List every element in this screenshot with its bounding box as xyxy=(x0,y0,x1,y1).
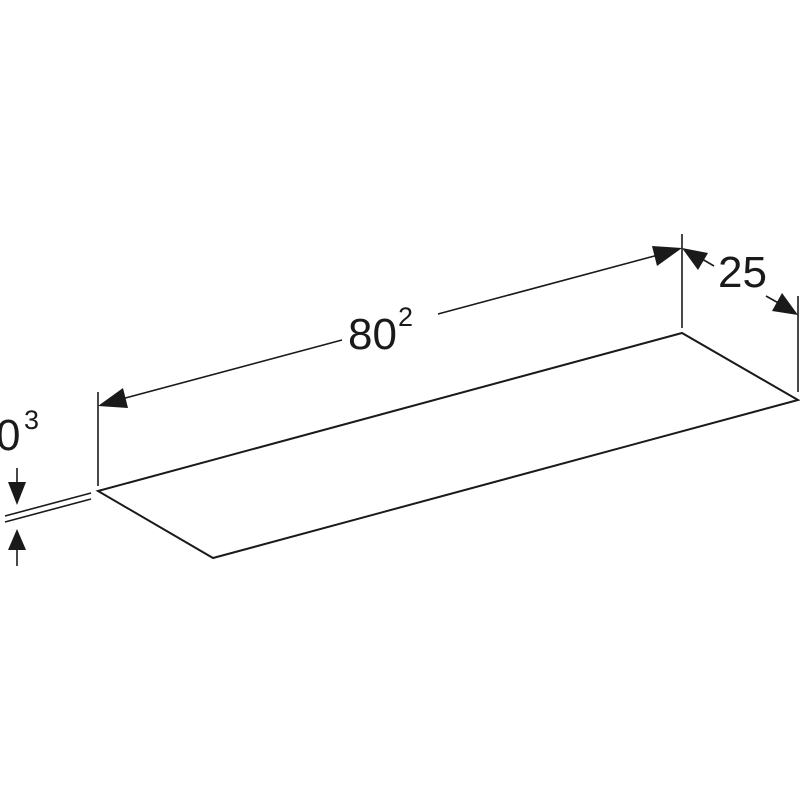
thickness-extension-line-top xyxy=(4,492,92,517)
length-dimension-line-right xyxy=(437,253,663,315)
thickness-superscript: 3 xyxy=(24,405,39,435)
depth-dimension: 25 xyxy=(682,248,799,392)
depth-arrow-bottom xyxy=(772,293,798,315)
length-arrow-right xyxy=(652,246,682,266)
panel-top-face xyxy=(95,331,800,560)
panel-outline xyxy=(95,331,800,560)
thickness-value: 0 xyxy=(0,411,20,460)
length-dimension: 80 2 xyxy=(97,234,683,486)
thickness-extension-line-bottom xyxy=(4,498,92,523)
thickness-arrow-top xyxy=(8,482,26,505)
length-dimension-line-left xyxy=(117,339,343,401)
thickness-arrow-bottom xyxy=(8,529,26,550)
length-arrow-left xyxy=(98,388,128,408)
thickness-dimension: 0 3 xyxy=(0,405,92,566)
depth-value: 25 xyxy=(718,248,767,297)
length-value: 80 xyxy=(348,310,397,359)
length-superscript: 2 xyxy=(398,302,413,332)
depth-arrow-top xyxy=(682,248,708,270)
